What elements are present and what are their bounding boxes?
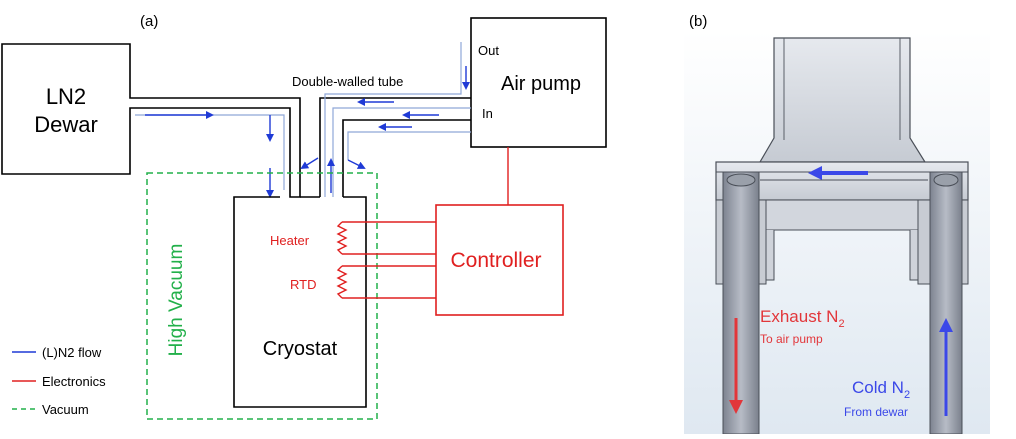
- dewar-label-line1: LN2: [46, 84, 86, 109]
- tube-inner-wall: [342, 119, 471, 197]
- cold-note: From dewar: [844, 405, 908, 419]
- heater-resistor: [336, 221, 348, 255]
- flow-arrow: [347, 159, 366, 169]
- exhaust-arrow-head: [729, 400, 743, 414]
- dewar-transfer-line: [135, 114, 285, 190]
- inner-tube-middle: [332, 107, 471, 197]
- exhaust-note: To air pump: [760, 332, 823, 346]
- legend-flow-label: (L)N2 flow: [42, 345, 102, 360]
- vacuum-label: High Vacuum: [166, 244, 187, 357]
- electronic-wires: [342, 147, 509, 299]
- panel-a-label: (a): [140, 13, 158, 30]
- legend-vacuum-label: Vacuum: [42, 402, 89, 417]
- panel-a: (a) LN2 Dewar Air pump Out In Double-wal…: [1, 13, 607, 420]
- cold-label: Cold N2: [852, 378, 910, 401]
- legend-electronics-label: Electronics: [42, 374, 106, 389]
- tube-label: Double-walled tube: [292, 74, 403, 89]
- inner-tube-lower: [347, 131, 471, 160]
- air-pump-box: [470, 17, 607, 148]
- cryostat-outline: [233, 196, 367, 408]
- controller-label: Controller: [450, 249, 541, 272]
- inlet-tube-cap: [933, 173, 959, 187]
- rtd-resistor: [336, 265, 348, 299]
- cold-arrow-head: [939, 318, 953, 332]
- exhaust-tube-cap: [726, 173, 756, 187]
- inner-tube-upper: [324, 42, 462, 197]
- cryostat-label: Cryostat: [263, 338, 338, 360]
- manifold-flow-arrow-head: [808, 166, 822, 180]
- air-pump-label: Air pump: [501, 73, 581, 95]
- controller-box: [435, 204, 564, 316]
- bracket-edge: [783, 38, 901, 140]
- flow-arrows: [145, 66, 470, 198]
- exhaust-tube: [722, 171, 760, 435]
- legend: (L)N2 flow Electronics Vacuum: [12, 345, 106, 417]
- air-pump-out-label: Out: [478, 43, 499, 58]
- vacuum-boundary: [146, 172, 378, 420]
- dewar-outline: [1, 43, 301, 198]
- panel-b-label: (b): [689, 13, 707, 30]
- air-pump-in-label: In: [482, 106, 493, 121]
- tube-outer-wall: [319, 97, 471, 197]
- exhaust-label: Exhaust N2: [760, 307, 845, 330]
- flow-arrow: [300, 157, 319, 170]
- heater-label: Heater: [270, 233, 310, 248]
- rtd-label: RTD: [290, 277, 316, 292]
- dewar-label-line2: Dewar: [34, 112, 98, 137]
- manifold-lower: [749, 199, 935, 231]
- panel-b: (b) Exhaust N2 To air pump Cold N2 From …: [684, 13, 990, 435]
